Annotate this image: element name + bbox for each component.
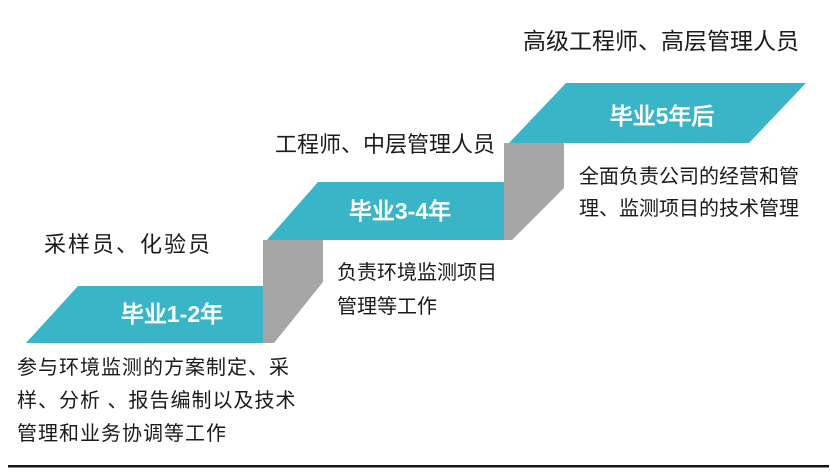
step2-role-label: 工程师、中层管理人员 bbox=[275, 132, 496, 157]
description-line: 参与环境监测的方案制定、采 bbox=[17, 357, 290, 379]
step3-title: 毕业5年后 bbox=[609, 103, 715, 129]
step3-description: 全面负责公司的经营和管 理、监测项目的技术管理 bbox=[579, 161, 799, 225]
step3-role-label: 高级工程师、高层管理人员 bbox=[523, 28, 799, 54]
description-line: 全面负责公司的经营和管 bbox=[579, 166, 799, 188]
step1-role-label: 采样员、化验员 bbox=[44, 232, 213, 257]
step1-description: 参与环境监测的方案制定、采 样、分析 、报告编制以及技术 管理和业务协调等工作 bbox=[17, 352, 297, 451]
step3-parallelogram bbox=[509, 83, 806, 143]
description-line: 理、监测项目的技术管理 bbox=[579, 198, 799, 220]
bottom-divider-line bbox=[8, 465, 829, 468]
step1-title: 毕业1-2年 bbox=[120, 301, 224, 327]
connector1-riser bbox=[263, 240, 323, 343]
description-line: 样、分析 、报告编制以及技术 bbox=[17, 390, 297, 412]
description-line: 负责环境监测项目 bbox=[337, 262, 497, 284]
description-line: 管理等工作 bbox=[337, 296, 437, 318]
description-line: 管理和业务协调等工作 bbox=[17, 423, 227, 445]
step1-parallelogram bbox=[26, 286, 318, 343]
step2-parallelogram bbox=[267, 182, 558, 240]
connector2-riser bbox=[504, 143, 564, 240]
step2-description: 负责环境监测项目 管理等工作 bbox=[337, 256, 497, 324]
step2-title: 毕业3-4年 bbox=[348, 198, 452, 224]
